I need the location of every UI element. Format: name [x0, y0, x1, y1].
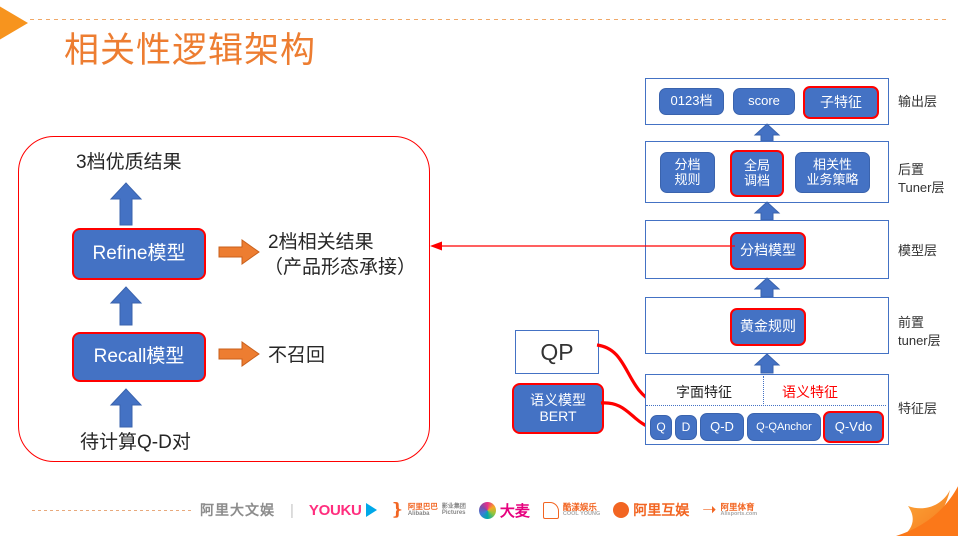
logo-alibaba-pictures: ❴ 阿里巴巴 Alibaba 影业集团 Pictures — [390, 500, 466, 520]
alibaba-pictures-line1: 阿里巴巴 — [407, 502, 438, 512]
ali-sports-text: 阿里体育 Alisports.com — [721, 503, 758, 517]
ali-sports-line2: Alisports.com — [720, 510, 758, 517]
logo-ali-sports: ➝ 阿里体育 Alisports.com — [702, 500, 757, 520]
arrow-right-recall-output — [218, 341, 260, 367]
logo-ali-entertainment: 阿里互娱 — [613, 500, 689, 520]
chip-grading-model[interactable]: 分档模型 — [730, 232, 806, 270]
ali-sports-line1: 阿里体育 — [720, 501, 755, 512]
chip-sub-feature[interactable]: 子特征 — [803, 86, 879, 119]
alibaba-pictures-sub2: Pictures — [441, 510, 466, 516]
logo-damai: 大麦 — [478, 500, 530, 521]
feature-group-semantic-label: 语义特征 — [782, 384, 838, 400]
arrow-up-tuner-to-output — [753, 123, 781, 142]
layer-label-pre-tuner-line2: tuner层 — [898, 332, 941, 348]
alibaba-swirl-icon: ❴ — [389, 500, 404, 519]
feature-group-literal-label: 字面特征 — [676, 384, 732, 400]
chip-feature-q[interactable]: Q — [650, 415, 672, 440]
left-flow-top-label: 3档优质结果 — [76, 152, 182, 173]
layer-label-post-tuner: 后置 Tuner层 — [898, 161, 944, 196]
ali-sports-icon: ➝ — [702, 500, 717, 519]
arrow-up-pretuner-to-model — [753, 277, 781, 298]
cool-young-line2: COOL YOUNG — [562, 510, 601, 517]
youku-arrow-icon — [365, 503, 377, 517]
page-title: 相关性逻辑架构 — [64, 31, 317, 71]
layer-label-post-tuner-line2: Tuner层 — [898, 179, 945, 195]
alibaba-pictures-line2: Alibaba — [407, 510, 430, 517]
chip-golden-rule[interactable]: 黄金规则 — [730, 308, 806, 346]
footer-brand-label: 阿里大文娱 — [200, 502, 275, 518]
damai-flower-icon — [478, 501, 496, 519]
chip-global-adjust-line2: 调档 — [743, 172, 770, 188]
cool-young-line1: 酷漾娱乐 — [562, 501, 597, 512]
logo-youku: YOUKU — [309, 502, 377, 519]
chip-score[interactable]: score — [733, 88, 795, 115]
arrow-up-to-top-result — [109, 182, 143, 226]
arrow-up-recall-to-refine — [109, 286, 143, 326]
feature-layer-divider-vertical — [763, 376, 764, 406]
logo-ali-entertainment-label: 阿里互娱 — [633, 502, 690, 518]
layer-label-pre-tuner: 前置 tuner层 — [898, 314, 941, 349]
arrow-up-feature-to-pretuner — [753, 353, 781, 374]
arrow-up-input-to-recall — [109, 388, 143, 428]
left-flow-bottom-label: 待计算Q-D对 — [80, 432, 191, 453]
footer-divider — [32, 510, 192, 511]
cool-young-icon — [542, 501, 559, 519]
chip-global-adjust-line1: 全局 — [743, 158, 770, 174]
chip-0123-grade[interactable]: 0123档 — [659, 88, 724, 115]
chip-feature-q-qanchor[interactable]: Q-QAnchor — [747, 413, 821, 441]
logo-youku-label: YOUKU — [308, 501, 362, 519]
chip-global-adjust[interactable]: 全局 调档 — [730, 150, 784, 197]
ali-entertainment-icon — [613, 502, 630, 518]
footer-logo-strip: 阿里大文娱 | YOUKU ❴ 阿里巴巴 Alibaba 影业集团 Pictur… — [200, 492, 757, 528]
chip-relevance-policy-line1: 相关性 — [812, 157, 852, 173]
header-divider — [30, 19, 950, 21]
left-flow-container — [18, 136, 430, 462]
refine-output-line1: 2档相关结果 — [268, 232, 374, 253]
layer-label-feature: 特征层 — [898, 401, 938, 416]
bert-line-1: 语义模型 — [530, 391, 586, 408]
logo-alibaba-digital-media: 阿里大文娱 — [200, 500, 275, 520]
corner-arrow-icon — [0, 3, 28, 43]
corner-swoosh-decoration — [838, 454, 958, 536]
cool-young-text: 酷漾娱乐 COOL YOUNG — [563, 503, 600, 517]
chip-feature-q-vdo[interactable]: Q-Vdo — [823, 411, 884, 443]
chip-relevance-policy-line2: 业务策略 — [806, 171, 859, 187]
feature-layer-divider-horizontal — [646, 405, 886, 406]
chip-grading-rule-line2: 规则 — [674, 171, 701, 187]
arrow-up-model-to-tuner — [753, 201, 781, 221]
logo-damai-label: 大麦 — [499, 502, 530, 520]
arrow-right-refine-output — [218, 239, 260, 265]
chip-grading-rule-line1: 分档 — [674, 157, 701, 173]
refine-output-line2: （产品形态承接） — [264, 257, 417, 278]
qp-box[interactable]: QP — [515, 330, 599, 374]
layer-label-output: 输出层 — [898, 94, 938, 109]
chip-feature-d[interactable]: D — [675, 415, 697, 440]
layer-label-pre-tuner-line1: 前置 — [898, 315, 925, 330]
alibaba-pictures-sub1: 影业集团 — [441, 503, 466, 510]
refine-model-box[interactable]: Refine模型 — [72, 228, 206, 280]
chip-feature-q-d[interactable]: Q-D — [700, 413, 744, 441]
footer-separator: | — [290, 501, 294, 519]
layer-label-post-tuner-line1: 后置 — [898, 162, 925, 177]
logo-cool-young: 酷漾娱乐 COOL YOUNG — [542, 501, 600, 519]
layer-label-model: 模型层 — [898, 243, 938, 258]
chip-grading-rule[interactable]: 分档 规则 — [660, 152, 715, 193]
feedback-arrow-to-left-flow — [430, 238, 735, 254]
chip-relevance-business-policy[interactable]: 相关性 业务策略 — [795, 152, 870, 193]
recall-output-label: 不召回 — [268, 345, 326, 366]
alibaba-pictures-text: 阿里巴巴 Alibaba — [408, 503, 438, 517]
bert-line-2: BERT — [539, 407, 577, 424]
alibaba-pictures-sub: 影业集团 Pictures — [442, 504, 466, 516]
semantic-model-bert-box[interactable]: 语义模型 BERT — [512, 383, 604, 434]
recall-model-box[interactable]: Recall模型 — [72, 332, 206, 382]
